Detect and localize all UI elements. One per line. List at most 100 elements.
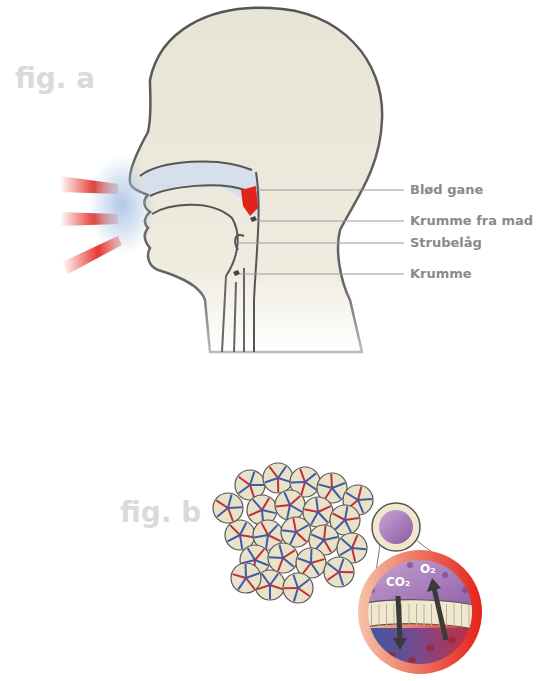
blood-cell — [388, 652, 396, 658]
membrane-cell — [446, 604, 447, 626]
capillary — [346, 493, 358, 500]
capillary — [341, 539, 352, 548]
capillary — [266, 535, 268, 549]
capillary — [301, 482, 305, 495]
alveolus — [213, 493, 243, 523]
capillary — [284, 587, 298, 589]
capillary — [300, 469, 305, 482]
capillary — [269, 585, 271, 599]
capillary — [332, 488, 341, 499]
capillary — [291, 481, 305, 483]
capillary — [328, 564, 339, 572]
capillary — [283, 550, 295, 558]
alveolus-wall — [213, 493, 243, 523]
capillary — [298, 558, 311, 563]
capillary — [262, 498, 269, 510]
capillary — [270, 585, 283, 589]
capillary — [249, 510, 262, 515]
capillary — [310, 549, 312, 563]
capillary — [324, 526, 325, 540]
capillary — [240, 535, 254, 537]
blood-cell — [371, 642, 379, 648]
capillary — [278, 478, 291, 482]
capillary — [268, 535, 281, 541]
capillary — [230, 525, 240, 535]
capillary — [240, 523, 246, 535]
alveolus — [275, 490, 305, 520]
capillary — [328, 572, 339, 580]
membrane-cell — [364, 604, 365, 626]
capillary — [296, 525, 308, 532]
capillary — [318, 484, 332, 488]
capillary — [248, 548, 255, 560]
alveolus-wall — [324, 557, 354, 587]
membrane-cell — [371, 604, 372, 626]
capillary — [253, 499, 262, 510]
blood-cell — [408, 657, 416, 663]
capillary — [270, 574, 278, 585]
capillary — [339, 571, 353, 573]
capillary — [228, 535, 240, 541]
capillary — [296, 532, 306, 542]
capillary — [245, 564, 247, 578]
capillary — [278, 467, 286, 478]
capillary — [352, 535, 357, 548]
capillary — [283, 558, 294, 567]
part-label: Krumme — [410, 266, 472, 282]
capillary — [352, 548, 366, 549]
capillary — [318, 506, 331, 512]
membrane-cell — [416, 604, 417, 626]
capillary — [333, 513, 345, 520]
alveolus-wall — [268, 543, 298, 573]
capillary — [352, 548, 355, 562]
capillary — [270, 467, 278, 478]
capillary — [255, 560, 268, 565]
part-label: Strubelåg — [410, 235, 482, 251]
capillary — [305, 473, 316, 482]
capillary — [290, 532, 296, 545]
membrane-cell — [469, 604, 470, 626]
capillary — [298, 580, 309, 588]
capillary — [324, 488, 332, 500]
capillary — [324, 537, 338, 540]
capillary — [265, 478, 278, 483]
capillary — [284, 492, 290, 505]
capillary — [311, 559, 324, 563]
capillary — [254, 535, 268, 537]
figure-label: fig. b — [120, 496, 201, 530]
capillary — [305, 482, 317, 490]
capillary — [217, 508, 228, 517]
capillary — [287, 505, 290, 519]
alveolus-wall — [275, 490, 305, 520]
capillary — [228, 508, 233, 521]
capillary — [345, 518, 359, 520]
capillary — [239, 485, 250, 493]
alveolus-wall — [281, 517, 311, 547]
capillary — [345, 520, 351, 533]
capillary — [239, 477, 250, 485]
capillary — [332, 483, 345, 488]
capillary — [216, 500, 228, 508]
capillary — [278, 558, 283, 571]
gas-label: CO₂ — [386, 575, 410, 589]
capillary — [240, 535, 242, 549]
gas-molecule — [442, 572, 448, 578]
alveolus — [283, 573, 313, 603]
capillary — [340, 548, 352, 555]
capillary — [358, 486, 361, 500]
capillary — [228, 494, 232, 508]
capillary — [276, 505, 290, 506]
alveolus — [281, 517, 311, 547]
capillary — [335, 520, 345, 530]
membrane-cell — [386, 604, 387, 626]
capillary — [262, 574, 270, 585]
capillary — [255, 549, 264, 560]
membrane-cell — [476, 604, 477, 626]
blood-cell — [448, 637, 456, 643]
capillary — [246, 573, 259, 578]
capillary — [290, 505, 302, 512]
capillary — [316, 498, 318, 512]
alveolus-wall — [283, 573, 313, 603]
capillary — [293, 575, 298, 588]
